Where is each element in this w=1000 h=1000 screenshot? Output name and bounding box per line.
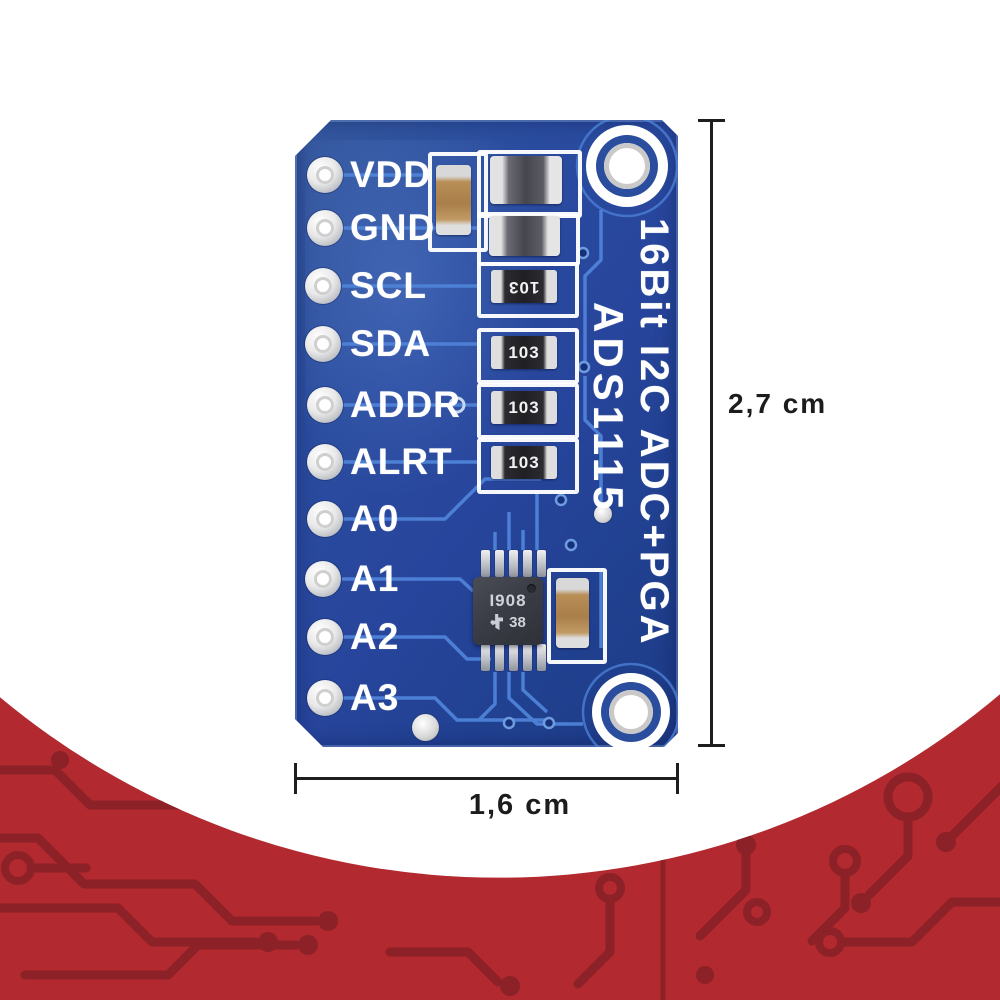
pin-bore xyxy=(314,335,332,353)
pin-label-addr: ADDR xyxy=(350,384,461,425)
resistor-103-3: 103 xyxy=(491,391,557,424)
resistor-label: 103 xyxy=(508,342,540,362)
resistor-label: 103 xyxy=(508,277,540,297)
ic-pin xyxy=(495,644,504,671)
pin-bore xyxy=(316,628,334,646)
dimension-width-line xyxy=(295,777,678,780)
dimension-height-line xyxy=(710,120,713,747)
dimension-height-bottom-tick xyxy=(698,744,725,747)
ic-pin xyxy=(523,644,532,671)
pin-hole-vdd xyxy=(307,157,343,193)
ic-pin1-dot xyxy=(527,584,536,593)
pin-hole-a3 xyxy=(307,680,343,716)
pin-bore xyxy=(316,453,334,471)
capacitor-tantalum-top xyxy=(436,165,471,235)
mounting-hole-top xyxy=(586,125,668,207)
silkscreen-box-cap-tan xyxy=(428,152,488,252)
silkscreen-text-outer: 16Bit I2C ADC+PGA xyxy=(632,218,676,647)
ic-pin xyxy=(495,550,504,577)
dimension-height-top-tick xyxy=(698,119,725,122)
mounting-hole-bottom-bore xyxy=(609,690,653,734)
pin-hole-sda xyxy=(305,326,341,362)
solder-pad-bottom xyxy=(412,714,439,741)
pin-bore xyxy=(316,510,334,528)
capacitor-tantalum-ic xyxy=(556,578,589,648)
silkscreen-box-res1 xyxy=(477,262,579,318)
ic-pin xyxy=(481,644,490,671)
silkscreen-box-res4 xyxy=(477,438,579,494)
pin-hole-scl xyxy=(305,268,341,304)
pin-hole-addr xyxy=(307,387,343,423)
resistor-103-2: 103 xyxy=(491,336,557,369)
pin-label-a2: A2 xyxy=(350,616,400,657)
pin-label-gnd: GND xyxy=(350,207,436,248)
ti-logo-icon xyxy=(490,614,503,630)
pin-bore xyxy=(316,166,334,184)
ic-pin xyxy=(481,550,490,577)
ic-marking-line1: I908 xyxy=(489,590,527,610)
pin-label-a1: A1 xyxy=(350,558,400,599)
pin-label-a0: A0 xyxy=(350,498,400,539)
pin-bore xyxy=(314,277,332,295)
resistor-103-4: 103 xyxy=(491,446,557,479)
dimension-width-label: 1,6 cm xyxy=(468,789,572,821)
ic-pin xyxy=(537,644,546,671)
pin-bore xyxy=(316,689,334,707)
pin-bore xyxy=(316,219,334,237)
pin-hole-alrt xyxy=(307,444,343,480)
silkscreen-box-cap-ic xyxy=(547,568,607,664)
pin-hole-a2 xyxy=(307,619,343,655)
ic-marking-line2: 38 xyxy=(490,614,526,631)
resistor-label: 103 xyxy=(508,397,540,417)
resistor-103-1: 103 xyxy=(491,270,557,303)
pin-bore xyxy=(314,570,332,588)
ic-ads1115-chip: I908 38 xyxy=(473,577,543,645)
ic-pin xyxy=(537,550,546,577)
ic-pin xyxy=(523,550,532,577)
solder-pad-right xyxy=(594,505,612,523)
pin-label-sda: SDA xyxy=(350,323,432,364)
dimension-height-label: 2,7 cm xyxy=(728,388,828,419)
mounting-hole-bottom xyxy=(592,673,670,751)
ic-pin xyxy=(509,550,518,577)
pin-hole-a0 xyxy=(307,501,343,537)
pin-label-scl: SCL xyxy=(350,265,427,306)
pin-label-a3: A3 xyxy=(350,677,400,718)
silkscreen-text-inner: ADS1115 xyxy=(585,302,632,515)
dimension-width-right-tick xyxy=(676,763,679,794)
ic-marking-line2-text: 38 xyxy=(509,613,526,631)
pin-bore xyxy=(316,396,334,414)
ic-pin xyxy=(509,644,518,671)
capacitor-smd-2 xyxy=(489,216,560,256)
capacitor-smd-1 xyxy=(490,156,562,204)
trace-layer xyxy=(295,120,678,747)
pin-label-vdd: VDD xyxy=(350,154,432,195)
pin-hole-a1 xyxy=(305,561,341,597)
silkscreen-box-res3 xyxy=(477,383,579,439)
pcb-board: VDD GND SCL SDA ADDR ALRT A0 A1 A2 A3 10… xyxy=(295,120,678,747)
pin-hole-gnd xyxy=(307,210,343,246)
mounting-hole-top-bore xyxy=(604,143,650,189)
pin-label-alrt: ALRT xyxy=(350,441,453,482)
silkscreen-box-res2 xyxy=(477,328,579,384)
resistor-label: 103 xyxy=(508,452,540,472)
dimension-width-left-tick xyxy=(294,763,297,794)
